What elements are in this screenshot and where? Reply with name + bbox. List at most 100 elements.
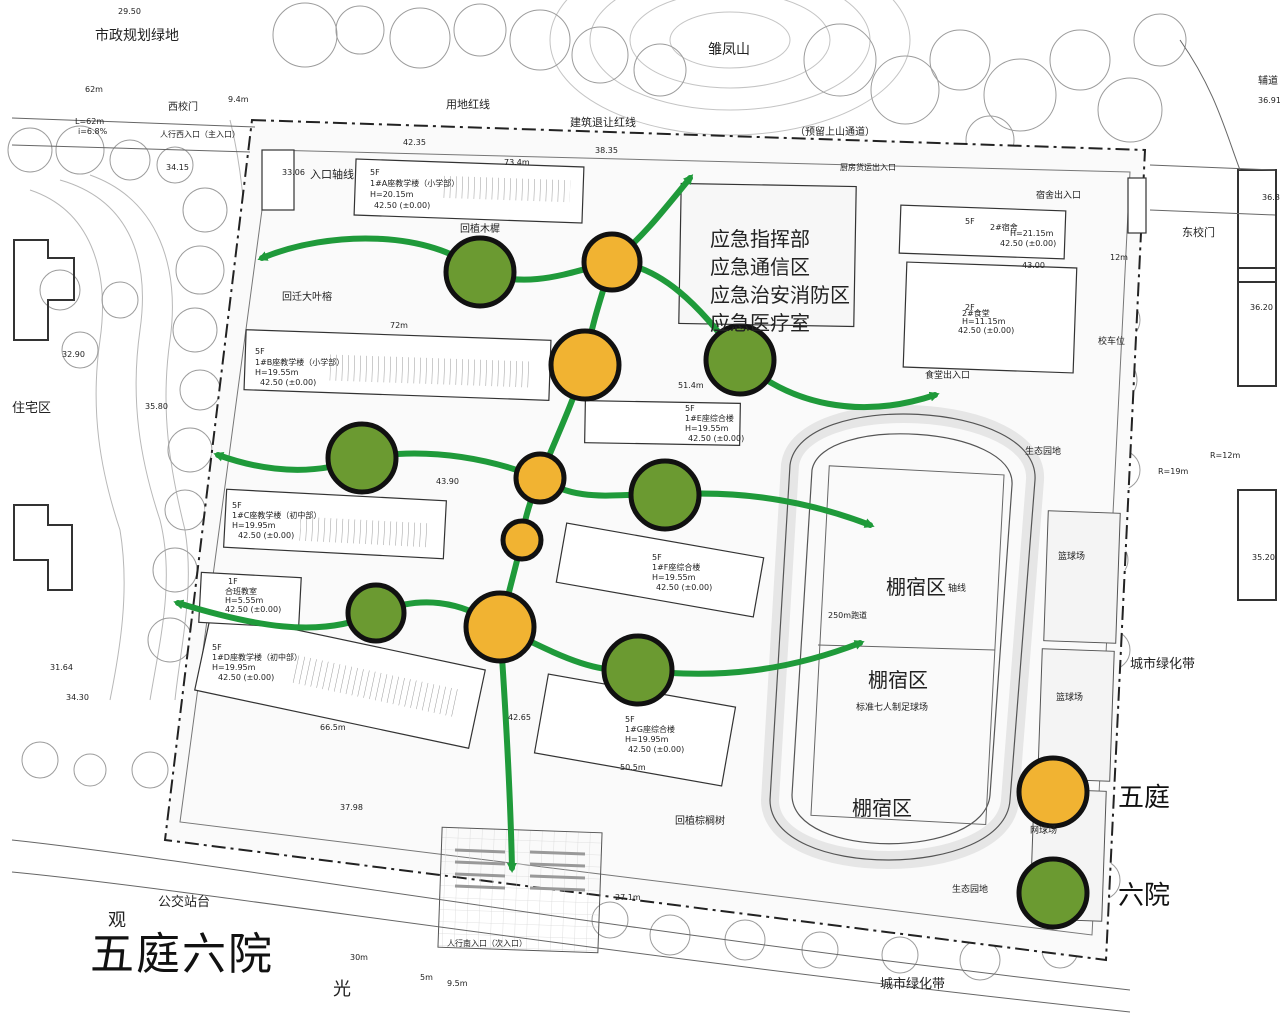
plan-labels: 市政规划绿地 雏凤山 西校门 东校门 用地红线 建筑退让红线 （预留上山通道） … xyxy=(12,27,1278,1000)
building-1c-floors: 5F xyxy=(232,501,242,510)
court-1 xyxy=(581,231,643,293)
label-entrance-axis: 入口轴线 xyxy=(310,167,354,181)
building-2-canteen-floors: 2F xyxy=(965,303,975,312)
label-partial-top: 辅道 xyxy=(1258,74,1278,87)
label-municipal-green: 市政规划绿地 xyxy=(95,27,179,44)
building-1f-level: 42.50 (±0.00) xyxy=(656,583,712,592)
building-1a-level: 42.50 (±0.00) xyxy=(374,201,430,210)
building-2-dorm-level: 42.50 (±0.00) xyxy=(1000,239,1056,248)
label-setback-line: 建筑退让红线 xyxy=(570,115,636,129)
elev-north-b: 38.35 xyxy=(595,146,618,155)
dim-66-5: 66.5m xyxy=(320,723,346,732)
dim-slope: i=6.8% xyxy=(78,127,108,136)
dim-9-5: 9.5m xyxy=(447,979,468,988)
shelter-3: 棚宿区 xyxy=(852,796,912,820)
courts xyxy=(463,231,643,664)
roads xyxy=(11,39,1276,1013)
dim-9-4m: 9.4m xyxy=(228,95,249,104)
label-school-car: 校车位 xyxy=(1098,335,1125,347)
building-2-canteen-height: H=11.15m xyxy=(962,317,1006,326)
dim-51-4: 51.4m xyxy=(678,381,704,390)
building-1e-height: H=19.55m xyxy=(685,424,729,433)
building-1d-height: H=19.95m xyxy=(212,663,256,672)
court-3 xyxy=(513,451,567,505)
building-1g-floors: 5F xyxy=(625,715,635,724)
shelter-1: 棚宿区 xyxy=(886,575,946,599)
page-title: 五庭六院 xyxy=(90,929,274,980)
dim-l62: L=62m xyxy=(75,117,104,126)
yard-3 xyxy=(325,421,399,495)
dimension-marks: 62m 9.4m L=62m i=6.8% 73.4m 72m 66.5m 51… xyxy=(75,85,1240,988)
label-south-entry: 人行南入口（次入口） xyxy=(447,938,527,948)
dim-72: 72m xyxy=(390,321,408,330)
building-1b-height: H=19.55m xyxy=(255,368,299,377)
building-2-canteen-level: 42.50 (±0.00) xyxy=(958,326,1014,335)
label-east-gate: 东校门 xyxy=(1182,225,1215,239)
lecture-hall-title: 合班教室 xyxy=(225,586,257,596)
dim-73-4: 73.4m xyxy=(504,158,530,167)
mountain-contours xyxy=(549,0,911,136)
building-1d: 5F 1#D座教学楼（初中部） H=19.95m 42.50 (±0.00) xyxy=(212,643,302,682)
label-city-green-south: 城市绿化带 xyxy=(880,976,945,992)
dim-50-5: 50.5m xyxy=(620,763,646,772)
elevation-marks: 29.50 32.90 35.80 42.35 38.35 36.91 36.8… xyxy=(50,7,1280,812)
legend-court-label: 五庭 xyxy=(1118,783,1170,813)
elev-north: 42.35 xyxy=(403,138,426,147)
building-1d-level: 42.50 (±0.00) xyxy=(218,673,274,682)
label-mountain: 雏凤山 xyxy=(708,42,750,58)
elev-west-gate-b: 34.15 xyxy=(166,163,189,172)
elev-west-gate: 33.06 xyxy=(282,168,305,177)
elev-east-d: 35.20 xyxy=(1252,553,1275,562)
court-5 xyxy=(463,590,537,664)
elev-sw-a: 31.64 xyxy=(50,663,73,672)
lecture-hall-floors: 1F xyxy=(228,577,238,586)
emergency-labels: 应急指挥部 应急通信区 应急治安消防区 应急医疗室 xyxy=(710,227,850,335)
yard-5 xyxy=(345,582,407,644)
label-bus-stop: 公交站台 xyxy=(158,894,210,910)
elev-sw-b: 34.30 xyxy=(66,693,89,702)
legend-court-swatch xyxy=(1016,755,1090,829)
building-2-canteen: 2F 2#食堂 H=11.15m 42.50 (±0.00) xyxy=(958,303,1014,335)
building-1e-level: 42.50 (±0.00) xyxy=(688,434,744,443)
label-runway: 250m跑道 xyxy=(828,610,867,620)
elev-sw-c: 37.98 xyxy=(340,803,363,812)
label-partial-south-1: 观 xyxy=(108,910,126,931)
label-eco-garden-2: 生态园地 xyxy=(952,883,988,895)
building-1e: 5F 1#E座综合楼 H=19.55m 42.50 (±0.00) xyxy=(685,404,744,443)
building-1g-height: H=19.95m xyxy=(625,735,669,744)
shelter-2: 棚宿区 xyxy=(868,668,928,692)
yard-4 xyxy=(628,458,702,532)
label-football: 标准七人制足球场 xyxy=(856,701,928,713)
label-partial-south-2: 光 xyxy=(333,979,351,1000)
building-1e-floors: 5F xyxy=(685,404,695,413)
court-2 xyxy=(548,328,622,402)
building-1b-floors: 5F xyxy=(255,347,265,356)
label-mountain-path: （预留上山通道） xyxy=(795,125,875,138)
label-eco-garden-1: 生态园地 xyxy=(1025,445,1061,457)
dim-5: 5m xyxy=(420,973,433,982)
label-basketball-1: 篮球场 xyxy=(1058,550,1085,562)
building-1a-title: 1#A座教学楼（小学部） xyxy=(370,178,459,188)
building-1b-title: 1#B座教学楼（小学部） xyxy=(255,357,344,367)
lecture-hall-height: H=5.55m xyxy=(225,596,264,605)
building-annotations: 5F 1#A座教学楼（小学部） H=20.15m 42.50 (±0.00) 5… xyxy=(212,168,1056,754)
buildings xyxy=(194,149,1147,787)
label-moved-ficus: 回迁大叶榕 xyxy=(282,290,332,303)
emergency-command: 应急指挥部 xyxy=(710,227,810,251)
south-entrance-plaza xyxy=(437,826,603,954)
label-dormitory: 宿舍出入口 xyxy=(1036,189,1081,201)
elev-west-a: 32.90 xyxy=(62,350,85,359)
yards xyxy=(325,235,777,707)
legend-yard-swatch xyxy=(1016,856,1090,930)
dim-27-1: 27.1m xyxy=(615,893,641,902)
building-lecture-hall: 1F 合班教室 H=5.55m 42.50 (±0.00) xyxy=(225,577,281,614)
building-1d-floors: 5F xyxy=(212,643,222,652)
dim-30: 30m xyxy=(350,953,368,962)
emergency-communication: 应急通信区 xyxy=(710,255,810,279)
elev-south: 42.65 xyxy=(508,713,531,722)
building-2-dorm: 5F 2#宿舍 H=21.15m 42.50 (±0.00) xyxy=(965,217,1056,248)
label-north-entry: 厨房货运出入口 xyxy=(840,162,896,172)
label-replant-palm: 回植棕榈树 xyxy=(675,814,725,827)
dim-r19: R=19m xyxy=(1158,467,1188,476)
elev-west-b: 35.80 xyxy=(145,402,168,411)
